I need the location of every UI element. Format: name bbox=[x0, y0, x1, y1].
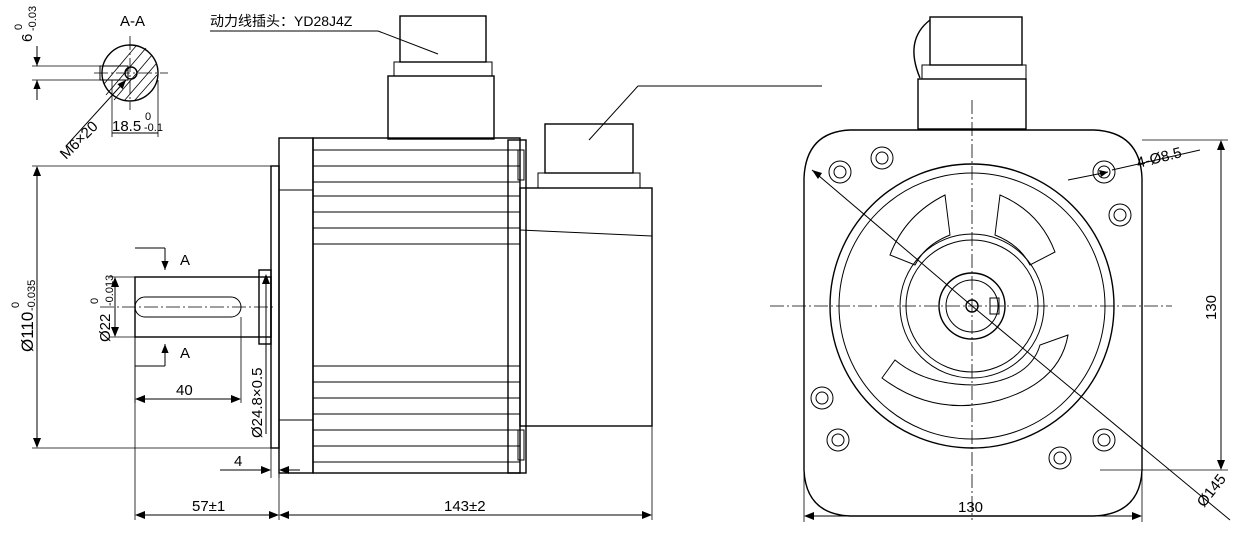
front-plug bbox=[929, 16, 1023, 66]
key-height-upper: 0 bbox=[145, 111, 151, 123]
section-hatching bbox=[103, 45, 158, 102]
thread-label: M6×20 bbox=[57, 118, 102, 163]
shaft-diameter-dimension: Ø22 0 -0.013 bbox=[89, 275, 116, 342]
power-plug bbox=[399, 15, 487, 63]
svg-text:Ø110: Ø110 bbox=[18, 312, 37, 352]
rear-cap bbox=[507, 139, 527, 474]
front-flange-outline bbox=[803, 129, 1143, 517]
svg-text:0: 0 bbox=[13, 24, 25, 30]
front-width: 130 bbox=[958, 499, 983, 516]
flange-body bbox=[278, 137, 314, 474]
flange-diameter-dimension: Ø110 0 -0.035 bbox=[10, 280, 38, 352]
mounting-holes bbox=[810, 146, 1132, 470]
plug-cover-arc bbox=[913, 19, 931, 79]
motor-body bbox=[312, 137, 521, 474]
flange-thickness: 4 bbox=[234, 453, 242, 470]
motor-side-view: 动力线插头：YD28J4Z A A bbox=[10, 13, 822, 520]
mount-holes-label: 4-Ø8.5 bbox=[1135, 144, 1184, 172]
body-length: 143±2 bbox=[444, 498, 486, 515]
key-depth-dimension: 6 0 -0.03 bbox=[13, 6, 39, 42]
svg-text:6: 6 bbox=[19, 34, 36, 42]
keyway-length: 40 bbox=[176, 382, 193, 399]
svg-text:-0.03: -0.03 bbox=[27, 6, 39, 31]
svg-text:-0.035: -0.035 bbox=[26, 280, 38, 311]
power-plug-label: 动力线插头：YD28J4Z bbox=[210, 13, 353, 29]
motor-front-view: 4-Ø8.5 130 130 Ø145 bbox=[770, 16, 1231, 522]
shaft-length: 57±1 bbox=[192, 498, 225, 515]
front-height: 130 bbox=[1203, 295, 1220, 320]
svg-text:0: 0 bbox=[89, 298, 101, 304]
key-height-lower: -0.1 bbox=[144, 122, 163, 134]
section-view-a-a: A-A 6 0 -0.03 M6×20 18.5 0 bbox=[13, 6, 168, 163]
section-title: A-A bbox=[120, 13, 145, 30]
pcd-label: Ø145 bbox=[1194, 471, 1230, 510]
encoder-plug bbox=[544, 123, 634, 174]
encoder-plug-nut bbox=[537, 172, 641, 189]
plug-nut bbox=[393, 61, 493, 77]
step-diameter: Ø24.8×0.5 bbox=[249, 368, 266, 438]
encoder-housing bbox=[519, 187, 653, 427]
key-height-value: 18.5 bbox=[112, 118, 141, 135]
svg-text:Ø22: Ø22 bbox=[97, 314, 114, 342]
svg-text:-0.013: -0.013 bbox=[104, 275, 116, 306]
section-mark-top: A bbox=[180, 252, 190, 269]
svg-text:0: 0 bbox=[10, 302, 22, 308]
cooling-fins bbox=[313, 149, 520, 463]
plug-base bbox=[387, 75, 495, 140]
section-mark-bottom: A bbox=[180, 345, 190, 362]
